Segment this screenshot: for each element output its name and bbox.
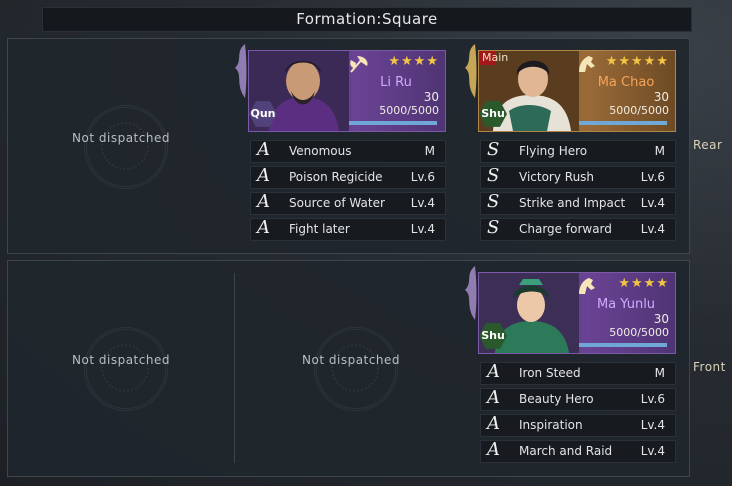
hero-level: 30 xyxy=(653,312,669,326)
skill-level: Lv.4 xyxy=(640,222,665,236)
skill-grade: A xyxy=(487,387,500,408)
hero-slot-li-ru[interactable]: Qun ★★★★ Li Ru 30 5000/5000 xyxy=(230,40,452,132)
skill-level: Lv.4 xyxy=(410,222,435,236)
skill-name: Poison Regicide xyxy=(289,170,383,184)
skill-grade: A xyxy=(487,361,500,382)
skill-name: Iron Steed xyxy=(519,366,581,380)
empty-slot-front-left[interactable]: Not dispatched xyxy=(8,261,234,475)
skill-level: Lv.4 xyxy=(640,444,665,458)
skill-grade: A xyxy=(257,139,270,160)
star-rating: ★★★★ xyxy=(618,276,669,291)
troop-bar xyxy=(579,343,667,347)
skill-row[interactable]: S Strike and Impact Lv.4 xyxy=(480,191,676,215)
empty-slot-rear-left[interactable]: Not dispatched xyxy=(8,39,234,253)
hero-card-ma-chao[interactable]: Main Shu ★★★★★ Ma Chao 30 5000/5000 xyxy=(478,50,676,132)
skill-grade: A xyxy=(257,165,270,186)
horse-weapon-icon xyxy=(579,278,595,294)
skill-name: Venomous xyxy=(289,144,352,158)
skill-row[interactable]: A March and Raid Lv.4 xyxy=(480,439,676,463)
troop-count: 5000/5000 xyxy=(609,104,669,117)
axe-weapon-icon xyxy=(350,56,368,73)
star-rating: ★★★★★ xyxy=(605,54,669,69)
hero-portrait xyxy=(249,51,349,131)
skill-row[interactable]: A Inspiration Lv.4 xyxy=(480,413,676,437)
not-dispatched-label: Not dispatched xyxy=(72,353,170,367)
skill-row[interactable]: S Charge forward Lv.4 xyxy=(480,217,676,241)
skill-level: M xyxy=(654,144,665,158)
hero-level: 30 xyxy=(423,90,439,104)
hero-slot-ma-yunlu[interactable]: Shu ★★★★ Ma Yunlu 30 5000/5000 xyxy=(460,262,682,354)
skill-row[interactable]: A Poison Regicide Lv.6 xyxy=(250,165,446,189)
skill-grade: S xyxy=(487,139,500,160)
skill-row[interactable]: A Fight later Lv.4 xyxy=(250,217,446,241)
empty-seal-icon xyxy=(314,327,398,411)
skill-row[interactable]: A Iron Steed M xyxy=(480,361,676,385)
skill-level: Lv.4 xyxy=(640,196,665,210)
hero-portrait xyxy=(479,51,579,131)
skill-name: Flying Hero xyxy=(519,144,588,158)
empty-seal-icon xyxy=(84,327,168,411)
skill-row[interactable]: S Flying Hero M xyxy=(480,139,676,163)
skill-level: Lv.4 xyxy=(640,418,665,432)
skill-level: Lv.6 xyxy=(640,392,665,406)
troop-count: 5000/5000 xyxy=(609,326,669,339)
front-row-label: Front xyxy=(693,360,726,374)
skill-grade: A xyxy=(487,439,500,460)
horse-weapon-icon xyxy=(579,56,595,72)
skill-row[interactable]: A Venomous M xyxy=(250,139,446,163)
troop-bar-fill xyxy=(349,121,437,125)
skill-name: Charge forward xyxy=(519,222,612,236)
hero-slot-ma-chao[interactable]: Main Shu ★★★★★ Ma Chao 30 5000/5000 xyxy=(460,40,682,132)
formation-title: Formation:Square xyxy=(42,7,692,32)
main-tag-icon xyxy=(479,51,495,65)
star-rating: ★★★★ xyxy=(388,54,439,69)
faction-badge-qun: Qun xyxy=(249,101,277,127)
wing-ornament-icon xyxy=(235,44,247,98)
hero-name: Li Ru xyxy=(380,75,412,90)
hero-card-li-ru[interactable]: Qun ★★★★ Li Ru 30 5000/5000 xyxy=(248,50,446,132)
hero-portrait xyxy=(479,273,579,353)
skill-row[interactable]: A Beauty Hero Lv.6 xyxy=(480,387,676,411)
skill-level: M xyxy=(654,366,665,380)
hero-name: Ma Yunlu xyxy=(596,297,656,312)
troop-bar xyxy=(579,121,667,125)
skill-grade: A xyxy=(257,191,270,212)
not-dispatched-label: Not dispatched xyxy=(72,131,170,145)
empty-slot-front-middle[interactable]: Not dispatched xyxy=(238,261,464,475)
skill-row[interactable]: S Victory Rush Lv.6 xyxy=(480,165,676,189)
hero-card-ma-yunlu[interactable]: Shu ★★★★ Ma Yunlu 30 5000/5000 xyxy=(478,272,676,354)
skill-grade: S xyxy=(487,165,500,186)
troop-bar-fill xyxy=(579,343,667,347)
skill-grade: A xyxy=(257,217,270,238)
skill-grade: A xyxy=(487,413,500,434)
skill-name: Victory Rush xyxy=(519,170,595,184)
not-dispatched-label: Not dispatched xyxy=(302,353,400,367)
troop-bar-fill xyxy=(579,121,667,125)
wing-ornament-icon xyxy=(465,266,477,320)
skill-level: Lv.6 xyxy=(410,170,435,184)
skill-grade: S xyxy=(487,217,500,238)
skill-grade: S xyxy=(487,191,500,212)
hero-level: 30 xyxy=(653,90,669,104)
skill-name: Fight later xyxy=(289,222,350,236)
skill-name: Source of Water xyxy=(289,196,385,210)
empty-seal-icon xyxy=(84,105,168,189)
skill-level: M xyxy=(424,144,435,158)
skill-name: March and Raid xyxy=(519,444,613,458)
skill-level: Lv.4 xyxy=(410,196,435,210)
hero-name: Ma Chao xyxy=(597,75,655,90)
rear-row-label: Rear xyxy=(693,138,723,152)
main-label: Main xyxy=(482,51,509,64)
skill-name: Strike and Impact xyxy=(519,196,626,210)
slot-divider xyxy=(234,273,235,463)
wing-ornament-icon xyxy=(465,44,477,98)
skill-level: Lv.6 xyxy=(640,170,665,184)
skill-row[interactable]: A Source of Water Lv.4 xyxy=(250,191,446,215)
troop-count: 5000/5000 xyxy=(379,104,439,117)
troop-bar xyxy=(349,121,437,125)
skill-name: Inspiration xyxy=(519,418,583,432)
skill-name: Beauty Hero xyxy=(519,392,594,406)
